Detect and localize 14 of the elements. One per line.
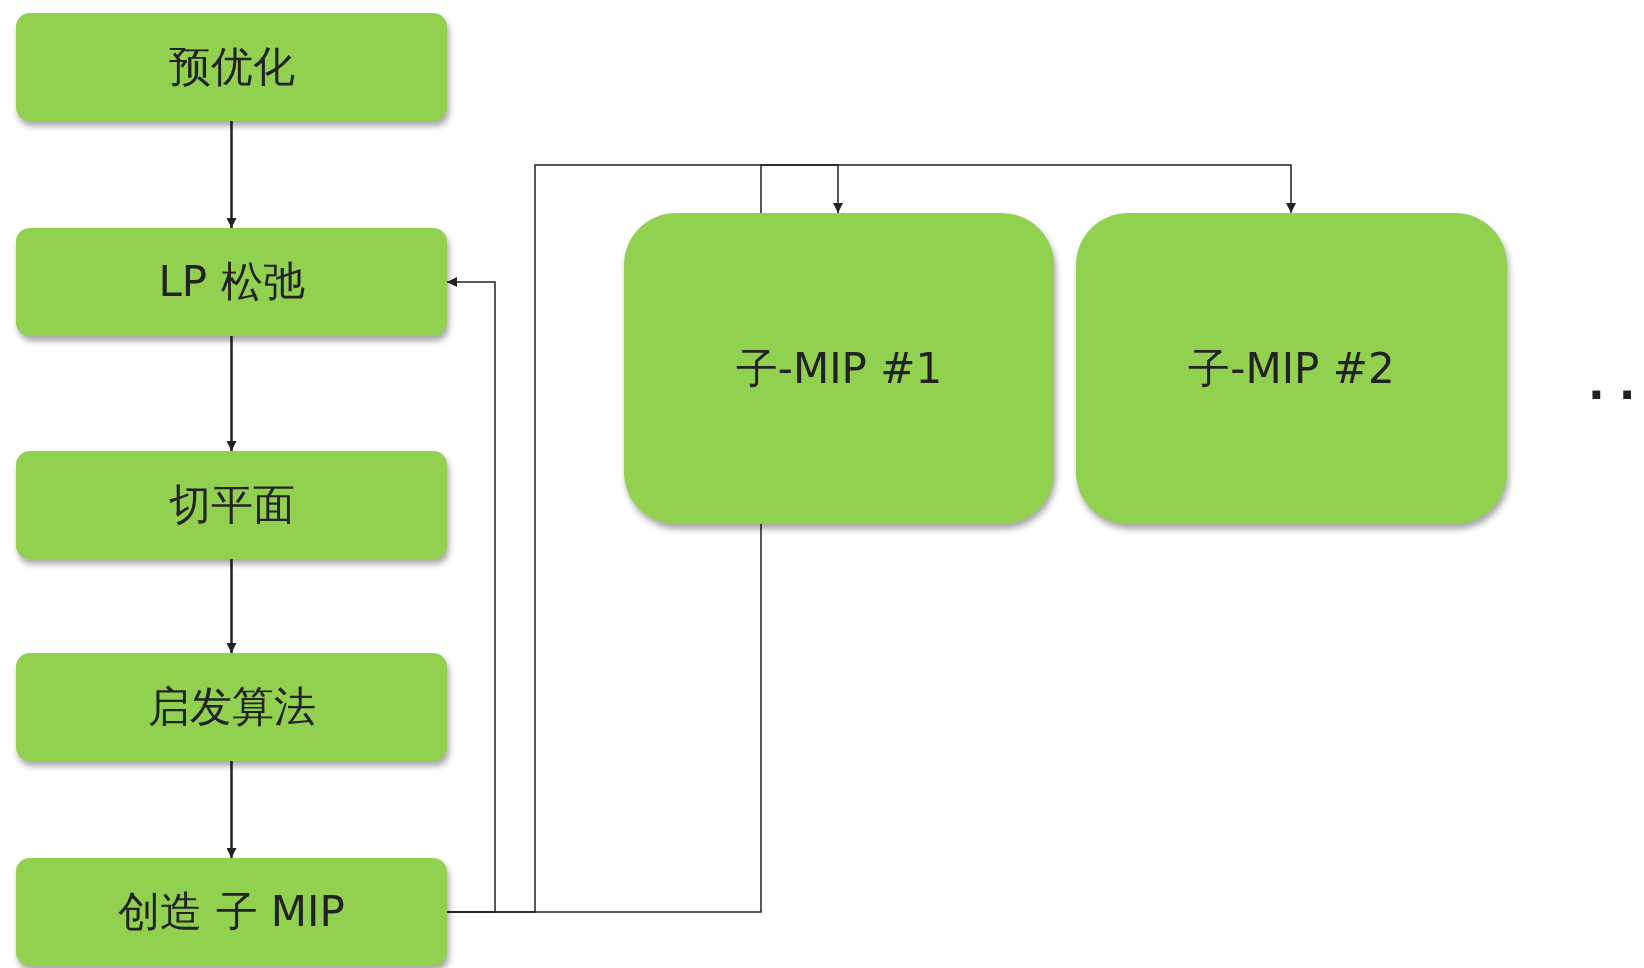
process-box: LP 松弛 [16, 228, 447, 336]
arrow [226, 121, 237, 228]
arrow [446, 164, 1296, 913]
process-box: 启发算法 [16, 653, 447, 761]
arrow [446, 277, 496, 913]
ellipsis-text: .. [1588, 358, 1644, 409]
process-box: 预优化 [16, 13, 447, 121]
process-box: 创造 子 MIP [16, 858, 447, 966]
process-box: 子-MIP #2 [1076, 213, 1507, 524]
arrow [226, 336, 237, 451]
arrow [226, 761, 237, 858]
arrow [226, 559, 237, 653]
process-box: 子-MIP #1 [624, 213, 1054, 524]
process-box: 切平面 [16, 451, 447, 559]
